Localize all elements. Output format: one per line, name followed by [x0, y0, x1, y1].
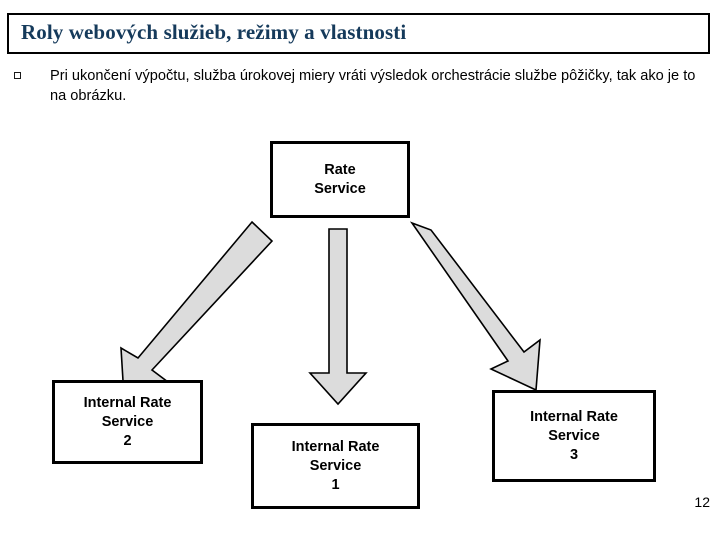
arrow-rate-service-to-internal-2 [120, 220, 274, 399]
bullet-item-text: Pri ukončení výpočtu, služba úrokovej mi… [50, 68, 696, 104]
diagram-node-internal-rate-service-1[interactable]: Internal Rate Service 1 [251, 423, 420, 509]
diagram-node-internal-rate-service-2[interactable]: Internal Rate Service 2 [52, 380, 203, 464]
hollow-square-bullet-icon [14, 72, 21, 79]
diagram-node-rate-service[interactable]: Rate Service [270, 141, 410, 218]
arrow-rate-service-to-internal-3 [409, 221, 541, 392]
arrow-rate-service-to-internal-1 [308, 228, 368, 406]
diagram-node-internal-rate-service-3[interactable]: Internal Rate Service 3 [492, 390, 656, 482]
slide-title-box: Roly webových služieb, režimy a vlastnos… [7, 13, 710, 54]
page-title: Roly webových služieb, režimy a vlastnos… [21, 20, 407, 44]
page-number: 12 [694, 494, 710, 510]
